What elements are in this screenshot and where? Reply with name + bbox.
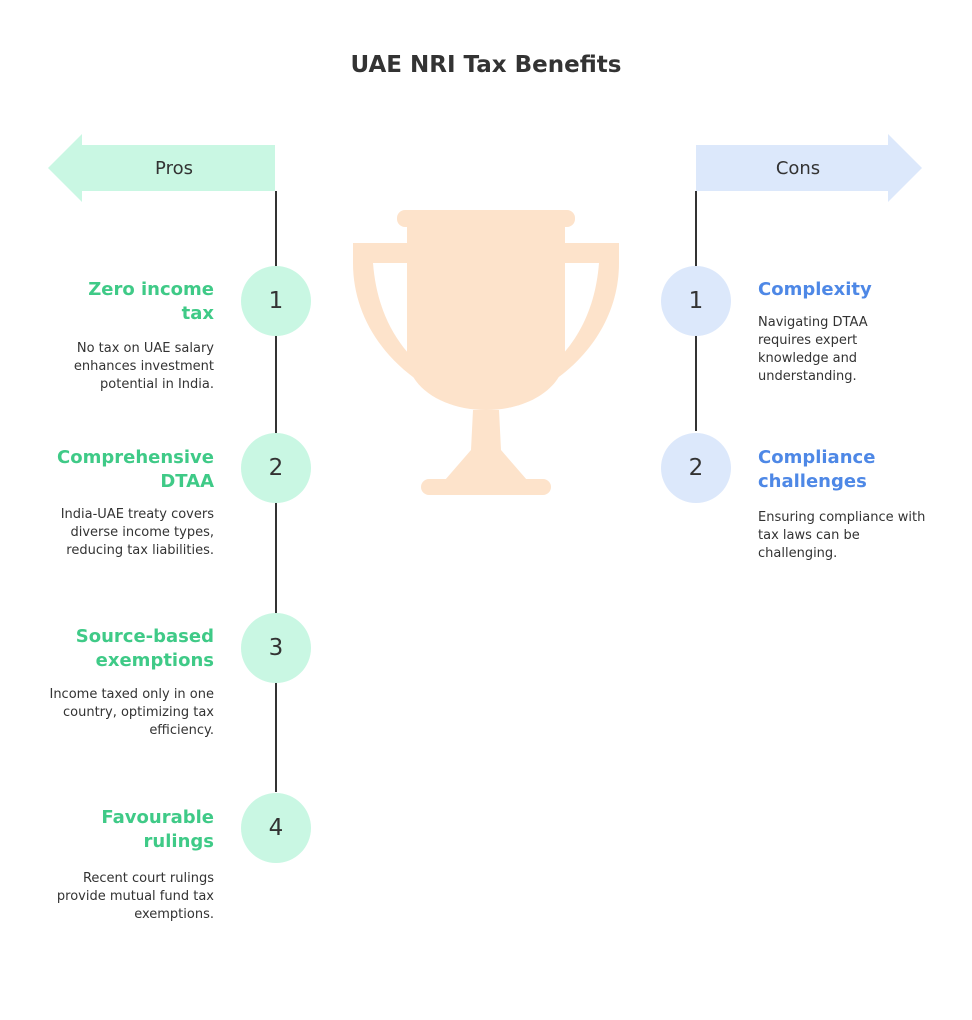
pros-item-3-description: Income taxed only in one country, optimi… <box>49 687 214 738</box>
pros-item-3-number: 3 <box>241 613 311 683</box>
pros-item-1-number: 1 <box>241 266 311 336</box>
pros-item-1-title: Zero income tax <box>88 279 214 324</box>
cons-item-1-title: Complexity <box>758 279 872 300</box>
cons-arrow <box>696 134 922 202</box>
cons-item-2-number: 2 <box>661 433 731 503</box>
cons-item-2-title: Compliance challenges <box>758 447 876 492</box>
pros-item-1-description: No tax on UAE salary enhances investment… <box>73 341 214 392</box>
diagram-title: UAE NRI Tax Benefits <box>350 52 622 78</box>
pros-item-4-title: Favourable rulings <box>101 807 214 852</box>
cons-item-1-number: 1 <box>661 266 731 336</box>
pros-item-2-number: 2 <box>241 433 311 503</box>
cons-item-1-description: Navigating DTAA requires expert knowledg… <box>758 315 868 384</box>
pros-label: Pros <box>155 158 193 179</box>
cons-label: Cons <box>775 158 821 179</box>
pros-item-3-title: Source-based exemptions <box>75 626 214 671</box>
pros-item-2-title: Comprehensive DTAA <box>57 447 214 492</box>
pros-item-4-number: 4 <box>241 793 311 863</box>
trophy-icon <box>353 210 619 495</box>
pros-item-2-description: India-UAE treaty covers diverse income t… <box>60 507 214 558</box>
pros-item-4-description: Recent court rulings provide mutual fund… <box>56 871 214 922</box>
cons-item-2-description: Ensuring compliance with tax laws can be… <box>758 510 926 561</box>
pros-arrow <box>48 134 275 202</box>
